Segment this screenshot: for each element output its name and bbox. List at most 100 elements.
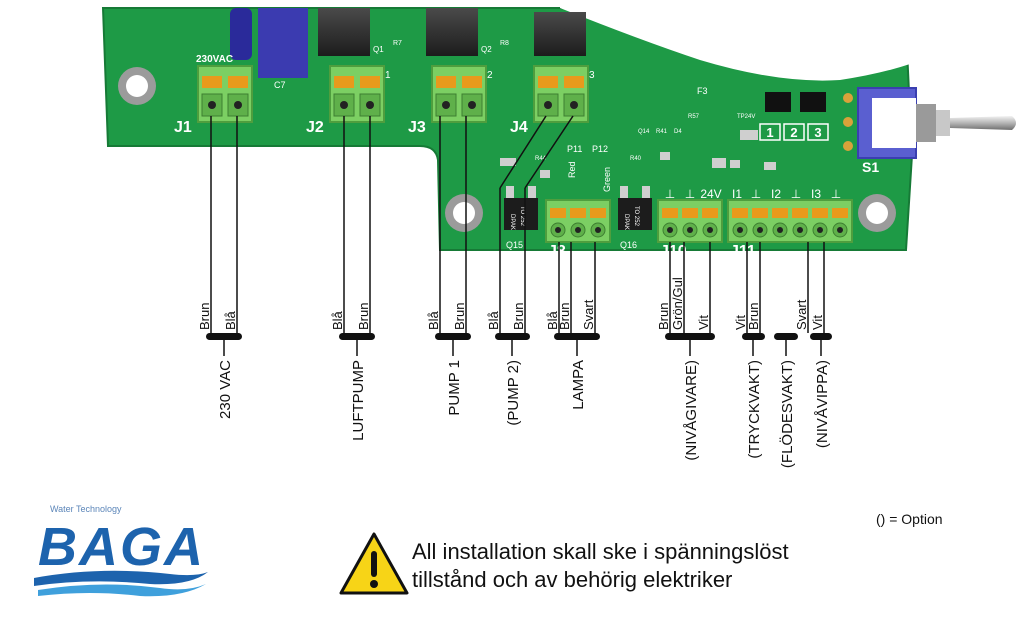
silk-gnd: ⊥ [665,187,675,201]
wire-color-label: Blå [330,310,345,330]
silk-r40: R40 [630,156,642,162]
component [764,162,776,170]
logo-tagline: Water Technology [50,504,122,514]
transistor-label: Q15 [506,240,523,250]
connector-label: J8 [548,243,566,260]
cable-bundle: PUMP 1 [435,333,471,416]
wire-color-label: Svart [581,299,596,330]
wire-color-label: Brun [557,303,572,330]
terminal-block-j4: J4 [510,65,589,136]
wire: Vit [810,242,825,333]
function-label: LAMPA [570,360,587,410]
function-label: (NIVÅGIVARE) [683,360,700,461]
component [730,160,740,168]
cable-bundle: LAMPA [554,333,600,410]
mount-hole [445,194,483,232]
transistor-label: Q16 [620,240,637,250]
connector-label: J11 [730,243,756,260]
board-cutout [560,0,910,81]
wire-color-label: Brun [746,303,761,330]
wire: Blå [486,115,547,333]
wire-color-label: Blå [545,310,560,330]
chip-q1 [318,8,370,56]
wire: Brun [746,242,761,333]
silk-gnd: ⊥ [791,187,801,201]
connector-label: J1 [174,119,192,136]
terminal-block: J8 [545,199,611,260]
mount-hole [118,67,156,105]
terminal-block: J10 [657,199,723,260]
wire: Blå [426,116,441,333]
silk-r57: R57 [688,114,700,120]
silk-s1: S1 [862,159,879,175]
silk-box [759,123,781,141]
wire: Vit [696,242,711,333]
silk-2: 2 [790,125,797,140]
wire-color-label: Blå [426,310,441,330]
silk-to252: TO 252 [633,206,639,227]
connector-label: J10 [660,243,687,260]
logo-wave-icon [34,570,208,586]
component [660,152,670,160]
silk-box [807,123,829,141]
function-label: (NIVÅVIPPA) [814,360,831,448]
wire: Brun [197,116,212,333]
warning-text: All installation skall ske i spänningslö… [412,538,789,594]
silk-tp24v: TP24V [737,114,755,120]
wire: Brun [356,116,371,333]
silk-r7: R7 [393,40,402,47]
terminal-block-j1: J1 [174,65,253,136]
silk-number: 1 [385,70,391,81]
terminal-block: J11 [727,199,853,260]
capacitor-c7 [258,8,308,78]
capacitor-c7-cap [230,8,252,60]
silk-gnd: ⊥ [831,187,841,201]
wire-color-label: Vit [733,315,748,330]
silk-24v: 24V [700,187,721,201]
silk-number: 2 [487,70,493,81]
silk-r44: R44 [535,156,547,162]
wire: Blå [223,116,238,333]
function-label: (PUMP 2) [505,360,522,426]
wire-color-label: Brun [656,303,671,330]
cable-bundle: (PUMP 2) [495,333,530,426]
wire-color-label: Grön/Gul [670,277,685,330]
silk-i1: I1 [732,187,742,201]
warning-line-2: tillstånd och av behörig elektriker [412,567,733,592]
silk-box [783,123,805,141]
function-label: (TRYCKVAKT) [746,360,763,459]
wire-color-label: Blå [223,310,238,330]
wire: Blå [330,116,345,333]
silk-number: 3 [589,70,595,81]
silk-dpak: DPAK [509,214,515,230]
wire-color-label: Vit [696,315,711,330]
silk-d4: D4 [674,129,682,135]
silk-to252: TO 252 [519,206,525,227]
cable-bundle: (NIVÅVIPPA) [810,333,832,448]
silk-p11: P11 [567,144,582,154]
silk-green: Green [602,167,612,192]
silk-dpak: DPAK [623,214,629,230]
terminal-block-j3: J3 [408,65,487,136]
silk-f3: F3 [697,86,708,96]
silk-i2: I2 [771,187,781,201]
silk-i3: I3 [811,187,821,201]
chip-q3 [534,12,586,56]
silk-red: Red [567,161,577,178]
wire: Svart [581,242,596,333]
silk-c7: C7 [274,80,286,90]
component [712,158,726,168]
terminal-block-j2: J2 [306,65,385,136]
silk-r41: R41 [656,129,668,135]
function-label: LUFTPUMP [350,360,367,441]
wire: Blå [545,242,560,333]
connector-label: J2 [306,119,324,136]
chip-u2 [800,92,826,112]
logo-brand: BAGA [38,517,205,577]
wire: Brun [656,242,671,333]
toggle-switch-s1 [843,87,1016,159]
silk-r8: R8 [500,40,509,47]
